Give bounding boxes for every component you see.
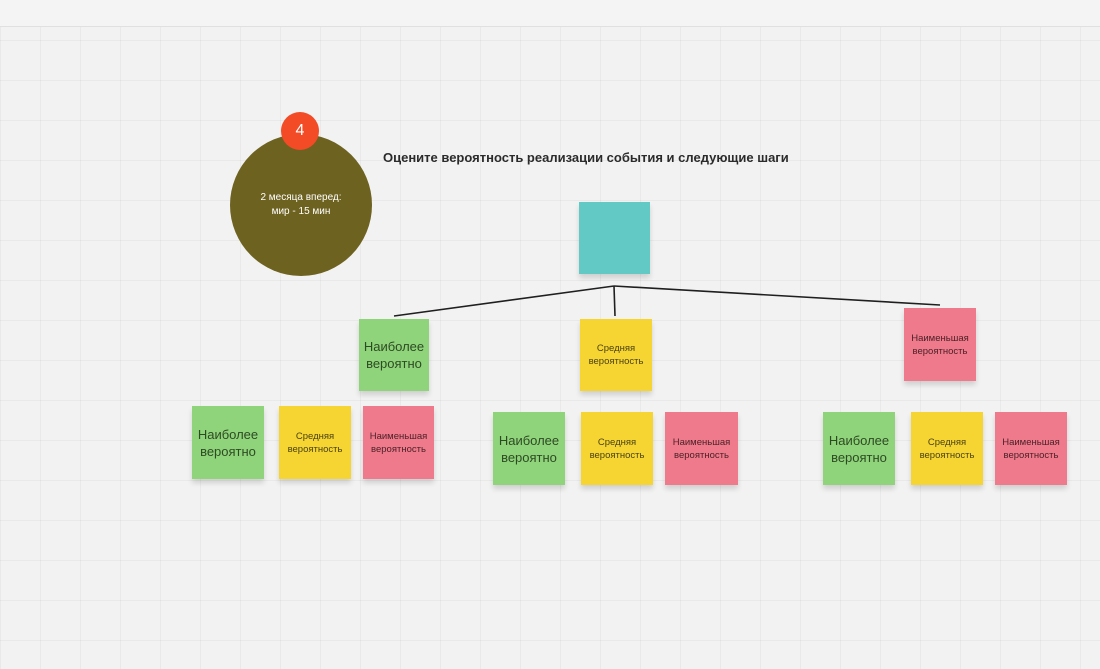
sticky-label: вероятность: [588, 356, 644, 367]
sticky-label: Наиболее: [498, 432, 560, 448]
sticky-most-likely-sub-least[interactable]: Наименьшая вероятность: [363, 406, 434, 479]
sticky-least-likely-branch[interactable]: Наименьшая вероятность: [904, 308, 976, 381]
section-heading[interactable]: Оцените вероятность реализации события и…: [383, 150, 789, 165]
sticky-root-event[interactable]: [579, 202, 650, 274]
sticky-label: вероятность: [371, 443, 426, 455]
step-timeframe-line2: мир - 15 мин: [271, 206, 331, 217]
sticky-label: вероятность: [589, 449, 645, 461]
sticky-least-likely-sub-medium[interactable]: Средняя вероятность: [911, 412, 983, 485]
connector-right: [613, 285, 941, 306]
sticky-least-likely-sub-least[interactable]: Наименьшая вероятность: [995, 412, 1067, 485]
sticky-label: Наименьшая: [1002, 436, 1060, 448]
sticky-label: вероятно: [831, 449, 887, 465]
sticky-label: Наиболее: [197, 426, 259, 442]
sticky-label: вероятно: [366, 356, 422, 371]
sticky-label: Наименьшая: [911, 332, 969, 344]
sticky-label: вероятность: [674, 449, 729, 461]
connector-middle: [613, 285, 616, 317]
sticky-medium-sub-medium[interactable]: Средняя вероятность: [581, 412, 653, 485]
sticky-label: вероятно: [501, 449, 557, 465]
step-number-badge: 4: [281, 112, 319, 150]
sticky-label: вероятность: [919, 449, 975, 461]
sticky-label: вероятность: [287, 443, 343, 455]
sticky-label: Наиболее: [828, 432, 890, 448]
sticky-label: вероятность: [1003, 449, 1059, 461]
sticky-label: вероятность: [912, 345, 968, 357]
sticky-label: Наиболее: [363, 339, 425, 354]
sticky-label: Средняя: [597, 436, 637, 448]
sticky-label: вероятно: [200, 443, 256, 459]
sticky-label: Средняя: [295, 430, 335, 442]
board-top-edge: [0, 0, 1100, 27]
connector-left: [393, 285, 615, 317]
sticky-label: Средняя: [927, 436, 967, 448]
step-timeframe-circle[interactable]: 2 месяца вперед: мир - 15 мин: [230, 134, 372, 276]
sticky-medium-sub-least[interactable]: Наименьшая вероятность: [665, 412, 738, 485]
sticky-label: Средняя: [596, 343, 636, 354]
sticky-least-likely-sub-most[interactable]: Наиболее вероятно: [823, 412, 895, 485]
sticky-label: Наименьшая: [369, 430, 428, 442]
sticky-most-likely-sub-most[interactable]: Наиболее вероятно: [192, 406, 264, 479]
sticky-most-likely-sub-medium[interactable]: Средняя вероятность: [279, 406, 351, 479]
sticky-most-likely-branch[interactable]: Наиболее вероятно: [359, 319, 429, 391]
sticky-medium-branch[interactable]: Средняя вероятность: [580, 319, 652, 391]
sticky-label: Наименьшая: [672, 436, 731, 448]
step-timeframe-line1: 2 месяца вперед:: [260, 192, 342, 203]
sticky-medium-sub-most[interactable]: Наиболее вероятно: [493, 412, 565, 485]
